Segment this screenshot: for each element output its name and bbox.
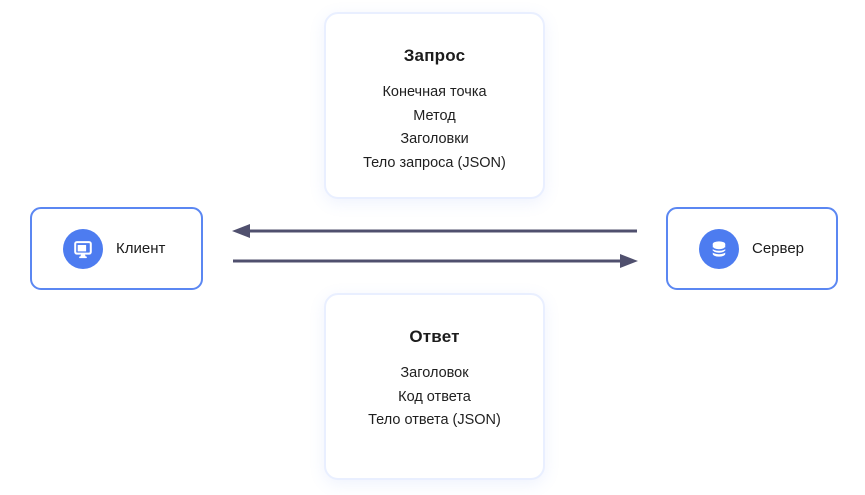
client-to-server-arrow — [233, 254, 638, 268]
server-label: Сервер — [752, 240, 805, 257]
client-label: Клиент — [116, 240, 166, 257]
client-box: Клиент — [30, 207, 203, 290]
monitor-icon — [63, 228, 103, 269]
response-card: Ответ Заголовок Код ответа Тело ответа (… — [324, 293, 545, 480]
request-response-arrows — [232, 224, 638, 268]
response-card-title: Ответ — [409, 327, 460, 346]
server-box: Сервер — [666, 207, 838, 290]
database-icon — [699, 228, 739, 269]
request-card: Запрос Конечная точка Метод Заголовки Те… — [324, 12, 545, 199]
response-item: Код ответа — [398, 388, 471, 405]
request-item: Тело запроса (JSON) — [363, 154, 506, 171]
request-item: Метод — [413, 107, 456, 124]
request-card-title: Запрос — [403, 46, 466, 65]
response-item: Заголовок — [400, 365, 469, 381]
request-card-items: Конечная точка Метод Заголовки Тело запр… — [326, 81, 543, 175]
response-card-items: Заголовок Код ответа Тело ответа (JSON) — [326, 362, 543, 433]
response-item: Тело ответа (JSON) — [368, 412, 501, 428]
request-item: Заголовки — [400, 131, 469, 147]
request-item: Конечная точка — [382, 84, 487, 100]
server-to-client-arrow — [232, 224, 637, 238]
